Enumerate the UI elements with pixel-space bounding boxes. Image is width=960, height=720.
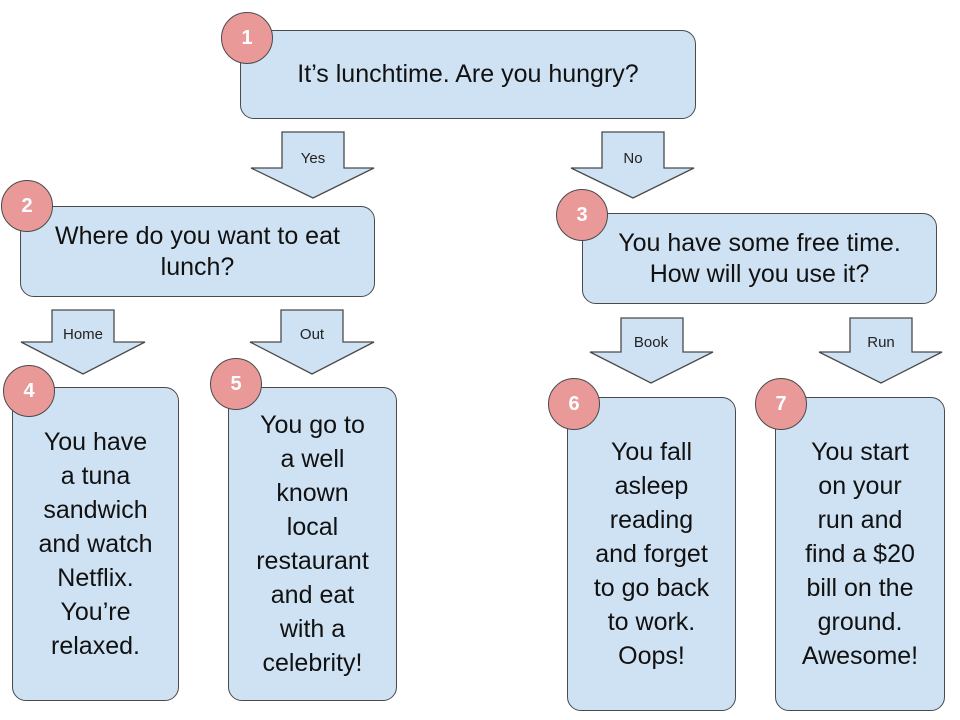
arrow-label-out: Out — [300, 326, 325, 343]
arrow-run: Run — [818, 317, 943, 384]
arrow-out: Out — [249, 309, 375, 375]
arrow-label-home: Home — [63, 326, 103, 343]
arrow-label-yes: Yes — [301, 150, 325, 167]
node-5-number-badge: 5 — [210, 358, 262, 410]
node-2-number-badge: 2 — [1, 180, 53, 232]
arrow-yes: Yes — [250, 131, 375, 199]
node-2-box: Where do you want to eat lunch? — [20, 206, 375, 297]
arrow-label-no: No — [623, 150, 642, 167]
node-6-number-badge: 6 — [548, 378, 600, 430]
node-3-box: You have some free time. How will you us… — [582, 213, 937, 304]
arrow-no: No — [570, 131, 695, 199]
node-6-box: You fall asleep reading and forget to go… — [567, 397, 736, 711]
arrow-home: Home — [20, 309, 146, 375]
node-7-box: You start on your run and find a $20 bil… — [775, 397, 945, 711]
node-3-number-badge: 3 — [556, 189, 608, 241]
node-7-number-badge: 7 — [755, 378, 807, 430]
node-4-box: You have a tuna sandwich and watch Netfl… — [12, 387, 179, 701]
node-5-box: You go to a well known local restaurant … — [228, 387, 397, 701]
arrow-book: Book — [589, 317, 714, 384]
node-1-number-badge: 1 — [221, 12, 273, 64]
node-4-number-badge: 4 — [3, 365, 55, 417]
arrow-label-book: Book — [634, 334, 669, 351]
arrow-label-run: Run — [867, 334, 895, 351]
node-1-box: It’s lunchtime. Are you hungry? — [240, 30, 696, 119]
